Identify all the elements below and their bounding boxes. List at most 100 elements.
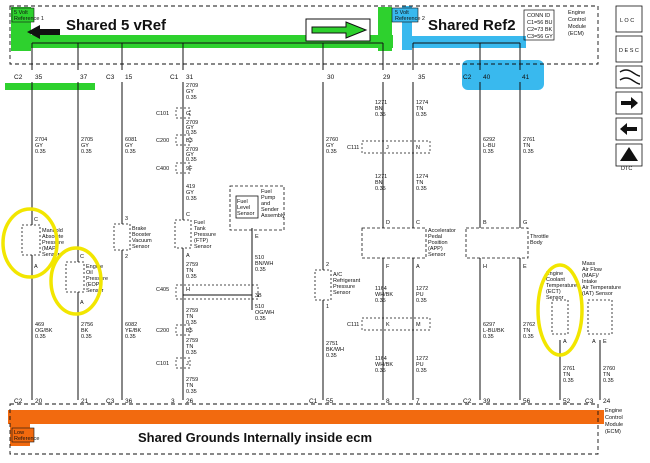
connector-c400-a-pin: 9F: [186, 166, 193, 172]
wire-2756: 2756: [81, 322, 93, 328]
app-sensor: D C F A Accelerator Pedal Position (APP)…: [361, 220, 456, 270]
wire-2760-b: 2760: [603, 366, 615, 372]
connector-c111-pin-k: K: [386, 322, 390, 328]
arrow-left-icon: [615, 117, 643, 141]
wire-2761-b-color: TN: [563, 372, 570, 378]
connector-c200-a: C200: [156, 138, 169, 144]
throttle-body: B G H E Throttle Body: [465, 220, 549, 270]
wire-2709-a-color: GY: [186, 89, 194, 95]
wire-6082-color: YE/BK: [125, 328, 142, 334]
wire-510-b-size: 0.35: [255, 316, 266, 322]
connector-c405: C405: [156, 287, 169, 293]
app-label-5: Sensor: [428, 252, 446, 258]
top-pin-c1: C1: [170, 74, 179, 81]
top-pin-29: 29: [383, 74, 391, 81]
connector-c200-a-pin: B3: [186, 138, 193, 144]
top-wire-labels: 2704 GY 0.35 2705 GY 0.35 6081 GY 0.35 2…: [35, 83, 535, 202]
bbv-label-1: Brake: [132, 226, 146, 232]
wire-6297-size: 0.35: [483, 334, 494, 340]
bottom-pins: C2 20 21 C3 36 3 26 C1 55 8 7 C2 39 56 5…: [14, 398, 611, 405]
connector-c101-b: C101: [156, 361, 169, 367]
bottom-pin-8: 8: [386, 398, 390, 405]
wire-2756-color: BK: [81, 328, 89, 334]
orange-highlight-bus: [8, 410, 604, 424]
bbv-pin-3: 3: [125, 216, 128, 222]
wire-2704: 2704: [35, 137, 47, 143]
wire-1274-a-size: 0.35: [416, 112, 427, 118]
wire-1164-b: 1164: [375, 356, 387, 362]
maf-label-2: Air Flow: [582, 267, 602, 273]
wire-1164-a: 1164: [375, 286, 387, 292]
wire-1271-a: 1271: [375, 100, 387, 106]
ect-label-2: Coolant: [546, 277, 565, 283]
conn-id-c2: C2=73 BK: [527, 27, 553, 33]
maf-pin-e: E: [603, 339, 607, 345]
wire-1274-a: 1274: [416, 100, 428, 106]
connector-c200-b: C200: [156, 328, 169, 334]
tb-pin-g: G: [523, 220, 527, 226]
fpa-label-1: Fuel: [261, 189, 272, 195]
connector-c405-pin-3b: 3B: [255, 293, 262, 299]
wire-510-a: 510: [255, 255, 264, 261]
right-arrow-icon: [305, 18, 371, 42]
eop-pin-c: C: [80, 254, 84, 260]
wire-2709-b: 2709: [186, 120, 198, 126]
wire-1272-b: 1272: [416, 356, 428, 362]
wire-1272-a-size: 0.35: [416, 298, 427, 304]
ftp-sensor: C A Fuel Tank Pressure (FTP) Sensor: [174, 212, 216, 259]
low-ref-label-1: Low: [14, 430, 24, 436]
wire-2751-color: BK/WH: [326, 347, 344, 353]
ect-sensor: A Engine Coolant Temperature (ECT) Senso…: [546, 271, 577, 345]
map-label-3: Pressure: [42, 240, 64, 246]
wire-510-a-color: BN/WH: [255, 261, 273, 267]
app-label-3: Position: [428, 240, 448, 246]
wire-2704-color: GY: [35, 143, 43, 149]
wire-2759-c-color: TN: [186, 344, 193, 350]
wire-1164-b-size: 0.35: [375, 368, 386, 374]
acr-label-4: Sensor: [333, 290, 351, 296]
eop-label-4: (EOP): [86, 282, 101, 288]
app-label-2: Pedal: [428, 234, 442, 240]
shared-ref2-annotation: Shared Ref2: [428, 17, 516, 34]
ecm-top-label-4: (ECM): [568, 31, 584, 37]
wire-510-b: 510: [255, 304, 264, 310]
wire-1164-a-size: 0.35: [375, 298, 386, 304]
wire-2760-color: GY: [326, 143, 334, 149]
bbv-label-3: Vacuum: [132, 238, 152, 244]
acr-label-1: A/C: [333, 272, 342, 278]
wire-2751: 2751: [326, 341, 338, 347]
wire-2709-c: 2709: [186, 147, 198, 153]
wire-1272-b-size: 0.35: [416, 368, 427, 374]
bottom-pin-24: 24: [603, 398, 611, 405]
wire-510-a-size: 0.35: [255, 267, 266, 273]
loc-icon-text: L O C: [620, 18, 634, 24]
ftp-label-5: Sensor: [194, 244, 212, 250]
wire-1272-a: 1272: [416, 286, 428, 292]
maf-label-3: (MAF)/: [582, 273, 599, 279]
eop-label-1: Engine: [86, 264, 103, 270]
ftp-label-4: (FTP): [194, 238, 208, 244]
bottom-pin-36: 36: [125, 398, 133, 405]
eop-sensor: C A Engine Oil Pressure (EOP) Sensor: [65, 254, 108, 306]
green-highlight-right: [378, 7, 392, 51]
fls-label-1: Fuel: [237, 199, 248, 205]
wire-2759-d: 2759: [186, 377, 198, 383]
wire-2762-color: TN: [523, 328, 530, 334]
wire-2759-d-size: 0.35: [186, 389, 197, 395]
wire-2760-size: 0.35: [326, 149, 337, 155]
ecm-bottom-label-3: Module: [605, 422, 623, 428]
fpa-label-3: and: [261, 201, 270, 207]
wire-1272-a-color: PU: [416, 292, 424, 298]
wire-2709-b-color: GY: [186, 125, 194, 131]
bbv-label-4: Sensor: [132, 244, 150, 250]
blue-highlight: [402, 6, 544, 90]
wire-1271-b: 1271: [375, 174, 387, 180]
acr-pin-2: 2: [326, 262, 329, 268]
ecm-top-label-3: Module: [568, 24, 586, 30]
bottom-wire-labels: 510 BN/WH 0.35 C405 H 3B 510 OG/WH 0.35 …: [35, 255, 615, 395]
wire-2761-b: 2761: [563, 366, 575, 372]
wire-6297-color: L-BU/BK: [483, 328, 505, 334]
ref1-label-line1: 5 Volt: [14, 10, 28, 16]
dtc-icon: DTC: [615, 143, 643, 172]
